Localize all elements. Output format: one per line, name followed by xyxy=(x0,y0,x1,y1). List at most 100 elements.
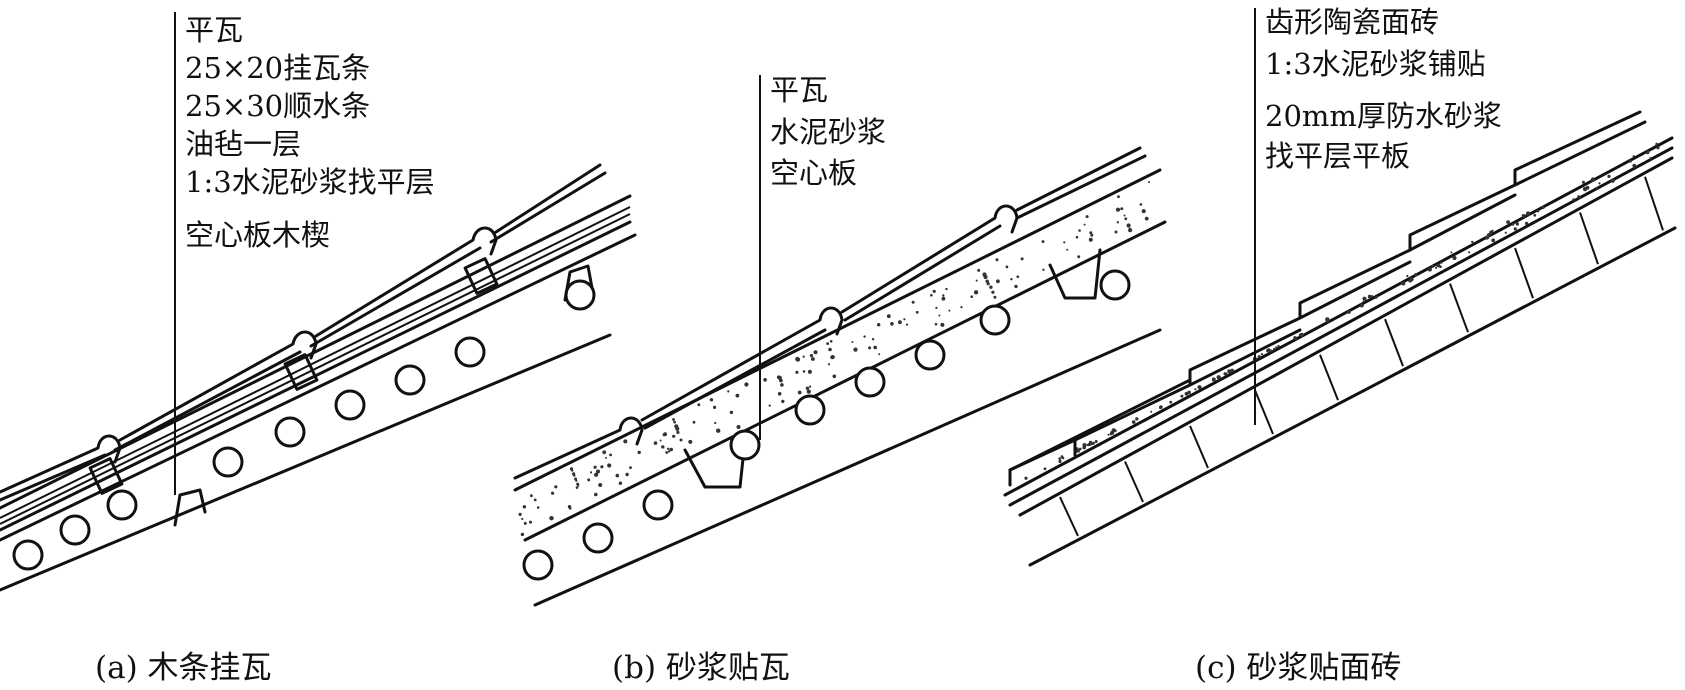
mortar-speck xyxy=(1582,187,1588,192)
mortar-speck xyxy=(930,294,933,297)
mortar-speck xyxy=(729,410,734,415)
mortar-speck xyxy=(940,322,945,327)
mortar-speck xyxy=(518,512,522,517)
flat-tile-b-4-under xyxy=(1015,154,1147,220)
mortar-speck xyxy=(1655,142,1659,146)
mortar-speck xyxy=(1144,216,1149,221)
mortar-speck xyxy=(898,320,902,325)
mortar-speck xyxy=(1088,441,1093,446)
flat-tile-b-4 xyxy=(1015,146,1142,212)
mortar-speck xyxy=(618,481,623,485)
slab-hole xyxy=(1099,269,1131,301)
mortar-speck xyxy=(1431,264,1435,268)
flat-tile-b-3-under xyxy=(843,224,1002,322)
mortar-speck xyxy=(1435,266,1438,269)
mortar-speck xyxy=(777,392,782,396)
mortar-speck xyxy=(1076,449,1080,453)
caption-a: (a) 木条挂瓦 xyxy=(95,650,272,686)
mortar-speck xyxy=(1217,375,1221,380)
mortar-speck xyxy=(744,382,749,387)
mortar-speck xyxy=(573,474,576,477)
slab-b-joint-2 xyxy=(1048,248,1102,300)
flat-tile-b-2-under xyxy=(643,328,827,430)
mortar-speck xyxy=(1541,205,1545,210)
mortar-speck xyxy=(1005,265,1009,269)
mortar-speck xyxy=(675,426,680,431)
mortar-speck xyxy=(1123,214,1126,217)
mortar-speck xyxy=(1273,347,1276,351)
mortar-speck xyxy=(1513,227,1517,231)
mortar-speck xyxy=(1293,336,1298,341)
mortar-speck xyxy=(878,353,881,356)
mortar-speck xyxy=(1645,150,1650,155)
mortar-speck xyxy=(805,386,810,390)
mortar-speck xyxy=(935,306,938,309)
caption-b: (b) 砂浆贴瓦 xyxy=(612,650,790,686)
mortar-speck xyxy=(1610,178,1615,183)
mortar-speck xyxy=(831,355,835,359)
mortar-speck xyxy=(948,309,951,312)
label-a-tile-batten: 25×20挂瓦条 xyxy=(185,51,370,85)
mortar-speck xyxy=(1607,174,1611,178)
slab-hole xyxy=(582,522,614,554)
tooth-tile-c-under-1 xyxy=(1008,378,1192,472)
mortar-speck xyxy=(594,492,598,497)
slab-hole xyxy=(854,366,886,398)
mortar-speck xyxy=(1260,353,1264,356)
mortar-speck xyxy=(1572,198,1576,202)
mortar-speck xyxy=(1041,240,1045,244)
mortar-speck xyxy=(679,438,683,442)
mortar-speck xyxy=(598,483,603,487)
mortar-speck xyxy=(938,314,941,317)
slab-hole xyxy=(334,389,366,421)
slab-b-bottom-line xyxy=(533,328,1162,607)
mortar-speck xyxy=(1078,229,1081,232)
mortar-speck xyxy=(533,498,537,502)
mortar-speck xyxy=(609,453,612,457)
diagram-b: 平瓦 水泥砂浆 空心板 (b) 砂浆贴瓦 xyxy=(513,73,1167,686)
mortar-speck xyxy=(530,494,533,498)
mortar-speck xyxy=(1511,222,1515,226)
mortar-speck xyxy=(1367,294,1372,299)
mortar-speck xyxy=(605,456,608,459)
mortar-speck xyxy=(549,516,554,521)
label-c-screed-slab: 找平层平板 xyxy=(1265,139,1410,173)
hatch-line xyxy=(1449,283,1469,333)
mortar-speck xyxy=(575,479,578,482)
tooth-tile-c-under-5 xyxy=(1513,120,1647,187)
mortar-speck xyxy=(1092,441,1095,445)
flat-tile-a-4 xyxy=(494,163,602,234)
hatch-line xyxy=(1579,212,1599,265)
mortar-speck xyxy=(1504,231,1507,234)
mortar-speck xyxy=(827,363,831,366)
mortar-speck xyxy=(709,398,714,402)
mortar-speck xyxy=(672,434,676,438)
mortar-speck xyxy=(1299,332,1304,337)
mortar-speck xyxy=(1142,210,1146,214)
mortar-speck xyxy=(1595,186,1598,190)
diagram-c: 齿形陶瓷面砖 1:3水泥砂浆铺贴 20mm厚防水砂浆 找平层平板 (c) 砂浆贴… xyxy=(1003,5,1677,686)
hatch-line xyxy=(1384,318,1404,367)
mortar-speck xyxy=(779,378,783,383)
mortar-speck xyxy=(1362,300,1365,303)
mortar-speck xyxy=(975,279,978,282)
mortar-speck xyxy=(989,285,993,289)
mortar-speck xyxy=(1128,227,1132,231)
mortar-speck xyxy=(977,268,981,272)
mortar-speck xyxy=(1120,207,1124,211)
slab-hole xyxy=(914,339,946,371)
mortar-speck xyxy=(1058,457,1062,460)
mortar-speck xyxy=(1180,394,1184,398)
mortar-speck xyxy=(996,279,1000,284)
mortar-speck xyxy=(1359,303,1364,308)
mortar-speck xyxy=(1058,459,1062,463)
mortar-speck xyxy=(868,346,872,350)
mortar-speck xyxy=(735,393,740,398)
flat-tile-b-1 xyxy=(513,416,644,480)
mortar-speck xyxy=(993,295,997,299)
slab-hole xyxy=(564,279,596,311)
mortar-speck xyxy=(995,258,999,262)
mortar-speck xyxy=(692,420,696,424)
hatch-line xyxy=(1189,425,1209,469)
